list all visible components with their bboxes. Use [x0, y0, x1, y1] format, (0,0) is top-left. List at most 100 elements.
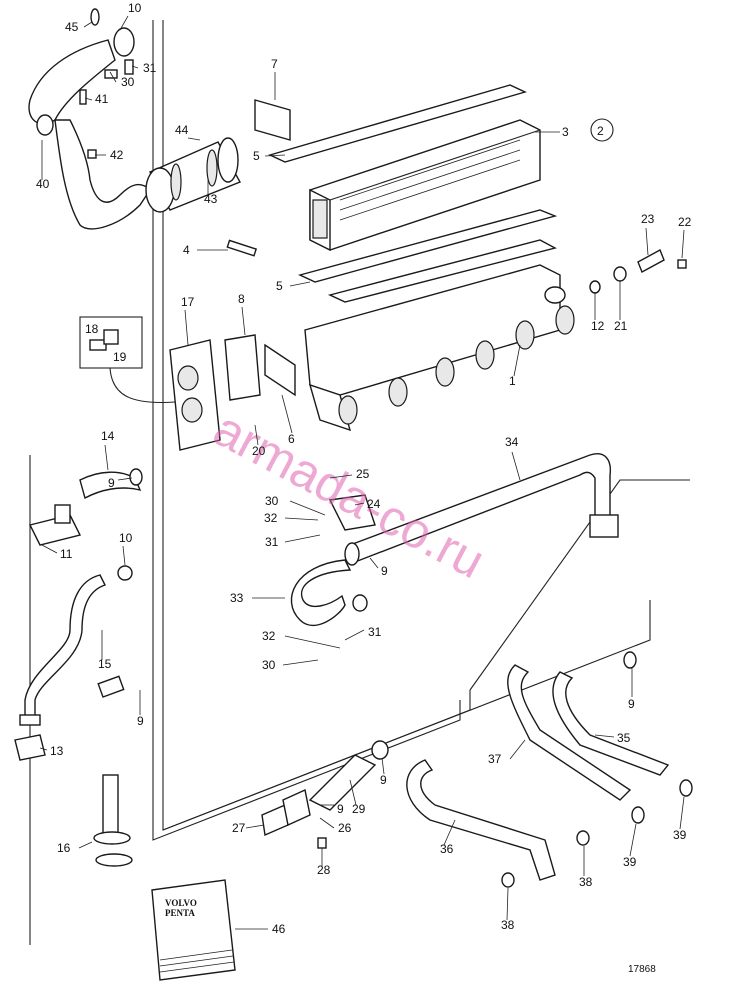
hoses-35-37	[507, 651, 693, 824]
callout-9: 9	[337, 802, 344, 816]
section-marker: 2	[590, 118, 614, 142]
leader-line-9	[381, 757, 385, 775]
callout-4: 4	[183, 243, 190, 257]
callout-9: 9	[381, 564, 388, 578]
leader-line-39	[629, 823, 637, 857]
leader-line-11	[41, 544, 58, 554]
leader-line-38	[506, 887, 509, 921]
callout-32: 32	[264, 511, 278, 525]
leader-line-20	[254, 424, 259, 446]
callout-12: 12	[591, 319, 605, 333]
leader-line-32	[284, 517, 319, 521]
leader-line-10	[122, 545, 126, 566]
leader-line-6	[281, 394, 293, 434]
callout-31: 31	[265, 535, 279, 549]
leader-line-30	[109, 71, 117, 83]
leader-line-39	[679, 796, 685, 830]
callout-16: 16	[57, 841, 71, 855]
callout-18: 18	[85, 322, 99, 336]
ring-9a	[352, 594, 368, 612]
leader-line-32	[284, 635, 341, 649]
section-number: 2	[597, 124, 604, 138]
leader-line-14	[104, 444, 109, 471]
callout-24: 24	[367, 497, 381, 511]
leader-line-17	[184, 309, 189, 346]
leader-line-1	[513, 344, 521, 377]
callout-labels: 1345567899999910101112131415161718192021…	[36, 1, 692, 936]
callout-34: 34	[505, 435, 519, 449]
callout-39: 39	[623, 855, 637, 869]
callout-17: 17	[181, 295, 195, 309]
callout-38: 38	[579, 875, 593, 889]
inset-sensor-box	[79, 316, 176, 404]
callout-31: 31	[143, 61, 157, 75]
callout-23: 23	[641, 212, 655, 226]
leader-line-27	[245, 824, 265, 829]
callout-30: 30	[262, 658, 276, 672]
leader-line-16	[78, 841, 93, 849]
callout-46: 46	[272, 922, 286, 936]
leader-line-31	[131, 65, 139, 69]
leader-lines	[39, 15, 685, 930]
leader-line-5	[264, 154, 286, 157]
leader-line-5	[289, 281, 311, 287]
callout-20: 20	[252, 444, 266, 458]
callout-19: 19	[113, 350, 127, 364]
callout-35: 35	[617, 731, 631, 745]
leader-line-37	[509, 739, 526, 760]
leader-line-9	[117, 477, 133, 481]
callout-27: 27	[232, 821, 246, 835]
callout-28: 28	[317, 863, 331, 877]
manifold	[304, 264, 575, 432]
bracket-24	[328, 494, 376, 531]
ring-38a	[501, 872, 515, 888]
figure-number: 17868	[628, 964, 656, 975]
book-logo-line2: PENTA	[165, 908, 195, 918]
callout-32: 32	[262, 629, 276, 643]
leader-line-25	[329, 474, 353, 479]
callout-6: 6	[288, 432, 295, 446]
callout-9: 9	[628, 697, 635, 711]
callout-9: 9	[137, 714, 144, 728]
callout-44: 44	[175, 123, 189, 137]
callout-3: 3	[562, 125, 569, 139]
cooler-core	[309, 119, 541, 252]
instruction-book: VOLVO PENTA	[151, 879, 236, 981]
callout-11: 11	[60, 547, 73, 561]
tube-34	[344, 453, 619, 566]
callout-5: 5	[253, 149, 260, 163]
lower-left-pipe	[14, 565, 133, 761]
callout-43: 43	[204, 192, 218, 206]
fittings-right	[589, 249, 687, 294]
callout-41: 41	[95, 92, 109, 106]
callout-9: 9	[108, 476, 115, 490]
leader-line-13	[39, 747, 48, 751]
leader-line-29	[349, 779, 357, 806]
callout-13: 13	[50, 744, 64, 758]
callout-10: 10	[128, 1, 142, 15]
rod	[226, 239, 258, 257]
hose-clamp-assembly	[145, 137, 241, 213]
leader-line-35	[594, 734, 615, 738]
callout-5: 5	[276, 279, 283, 293]
callout-39: 39	[673, 828, 687, 842]
callout-30: 30	[121, 75, 135, 89]
leader-line-10	[119, 15, 129, 31]
callout-37: 37	[488, 752, 502, 766]
top-left-pipe	[28, 8, 151, 230]
callout-36: 36	[440, 842, 454, 856]
leader-line-9	[369, 557, 379, 569]
leader-line-45	[83, 21, 93, 28]
callout-9: 9	[380, 773, 387, 787]
callout-1: 1	[509, 374, 516, 388]
callout-40: 40	[36, 177, 50, 191]
callout-42: 42	[110, 148, 124, 162]
callout-29: 29	[352, 802, 366, 816]
leader-line-30	[282, 659, 319, 666]
leader-line-31	[284, 534, 321, 543]
callout-33: 33	[230, 591, 244, 605]
leader-line-24	[354, 502, 365, 506]
leader-line-44	[187, 137, 201, 141]
book-logo-line1: VOLVO	[165, 898, 197, 908]
